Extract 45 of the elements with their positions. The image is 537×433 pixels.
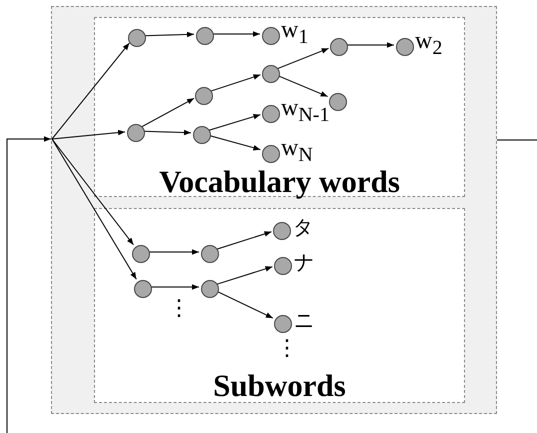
word-label: w$_{N}$ [281,136,313,165]
ellipsis-dots: ⋮ [276,338,298,360]
arrow [144,32,194,38]
arrow [148,249,200,255]
state-circle [127,124,145,142]
arrow [216,266,273,285]
state-circle [193,126,211,144]
state-circle [330,38,348,56]
arrow [208,134,261,150]
arrow [208,114,261,131]
arrow [52,138,134,246]
state-circle [195,87,213,105]
state-circle [132,245,150,263]
word-label: タ [293,217,313,237]
ellipsis-dots: ⋮ [168,298,190,320]
vocabulary-panel [94,17,465,197]
arrow [150,284,200,290]
panel-title: Subwords [212,370,347,401]
arrow [346,42,394,48]
arrow [52,138,137,280]
arrow [6,136,52,433]
word-label: w$_{2}$ [415,29,442,58]
word-label: ニ [294,310,314,330]
word-label: w$_{1}$ [281,18,308,47]
panel-title: Vocabulary words [158,166,401,197]
arrow [212,31,260,37]
word-label: w$_{N-1}$ [281,96,330,125]
subwords-panel [94,208,465,403]
state-circle [134,280,152,298]
state-circle [201,280,219,298]
arrow [276,48,330,70]
arrow [141,98,195,128]
state-circle [128,29,146,47]
arrow [52,130,126,140]
arrow [216,290,274,319]
arrow [210,74,261,92]
state-circle [196,27,214,45]
outer-panel [51,6,497,414]
state-circle [262,65,280,83]
state-circle [201,245,219,263]
arrow [142,130,192,136]
arrow [216,231,272,250]
state-circle [329,93,347,111]
word-label: ナ [294,252,314,272]
arrow [52,42,130,140]
